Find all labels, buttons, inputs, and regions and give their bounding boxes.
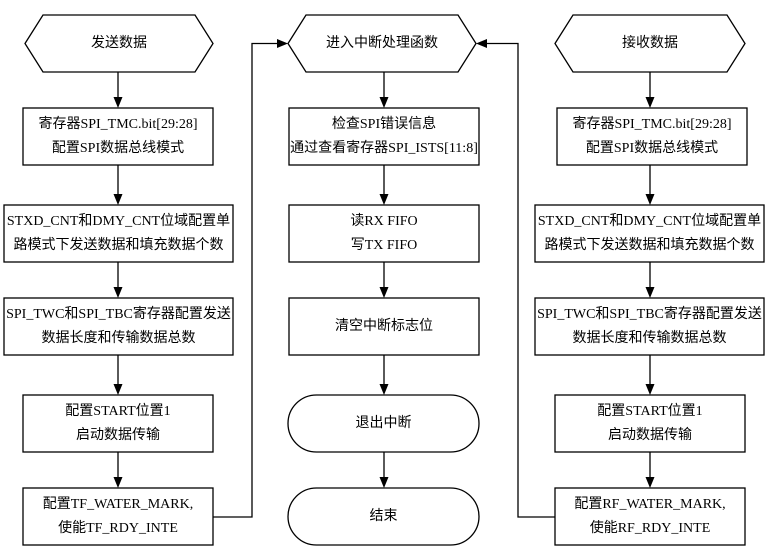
send-step-3-box — [22, 394, 214, 453]
send-step-2-box — [3, 297, 234, 356]
receive-step-3-box — [554, 394, 746, 453]
send-feedback-connector — [213, 39, 288, 518]
send-start-hexagon — [24, 14, 214, 73]
send-arrow-0 — [113, 72, 123, 108]
send-step-0-box — [22, 107, 214, 166]
interrupt-step-1-box — [288, 204, 480, 263]
receive-arrow-4 — [645, 452, 655, 488]
receive-feedback-connector — [476, 39, 555, 518]
interrupt-start-hexagon — [287, 14, 477, 73]
interrupt-step-0-box — [288, 107, 480, 166]
send-arrow-3 — [113, 355, 123, 395]
interrupt-arrow-1 — [379, 165, 389, 205]
send-arrow-4 — [113, 452, 123, 488]
send-arrow-1 — [113, 165, 123, 205]
interrupt-arrow-4 — [379, 452, 389, 488]
receive-step-1-box — [534, 204, 765, 263]
receive-step-0-box — [556, 107, 748, 166]
receive-step-4-box — [554, 487, 746, 546]
receive-arrow-3 — [645, 355, 655, 395]
interrupt-arrow-3 — [379, 355, 389, 395]
send-step-4-box — [22, 487, 214, 546]
interrupt-end-stadium — [287, 487, 480, 546]
send-step-1-box — [3, 204, 234, 263]
receive-step-2-box — [534, 297, 765, 356]
receive-arrow-0 — [645, 72, 655, 108]
send-arrow-2 — [113, 262, 123, 298]
interrupt-arrow-2 — [379, 262, 389, 298]
receive-arrow-2 — [645, 262, 655, 298]
interrupt-step-2-box — [288, 297, 480, 356]
interrupt-arrow-0 — [379, 72, 389, 108]
receive-start-hexagon — [554, 14, 746, 73]
interrupt-exit-stadium — [287, 394, 480, 453]
receive-arrow-1 — [645, 165, 655, 205]
